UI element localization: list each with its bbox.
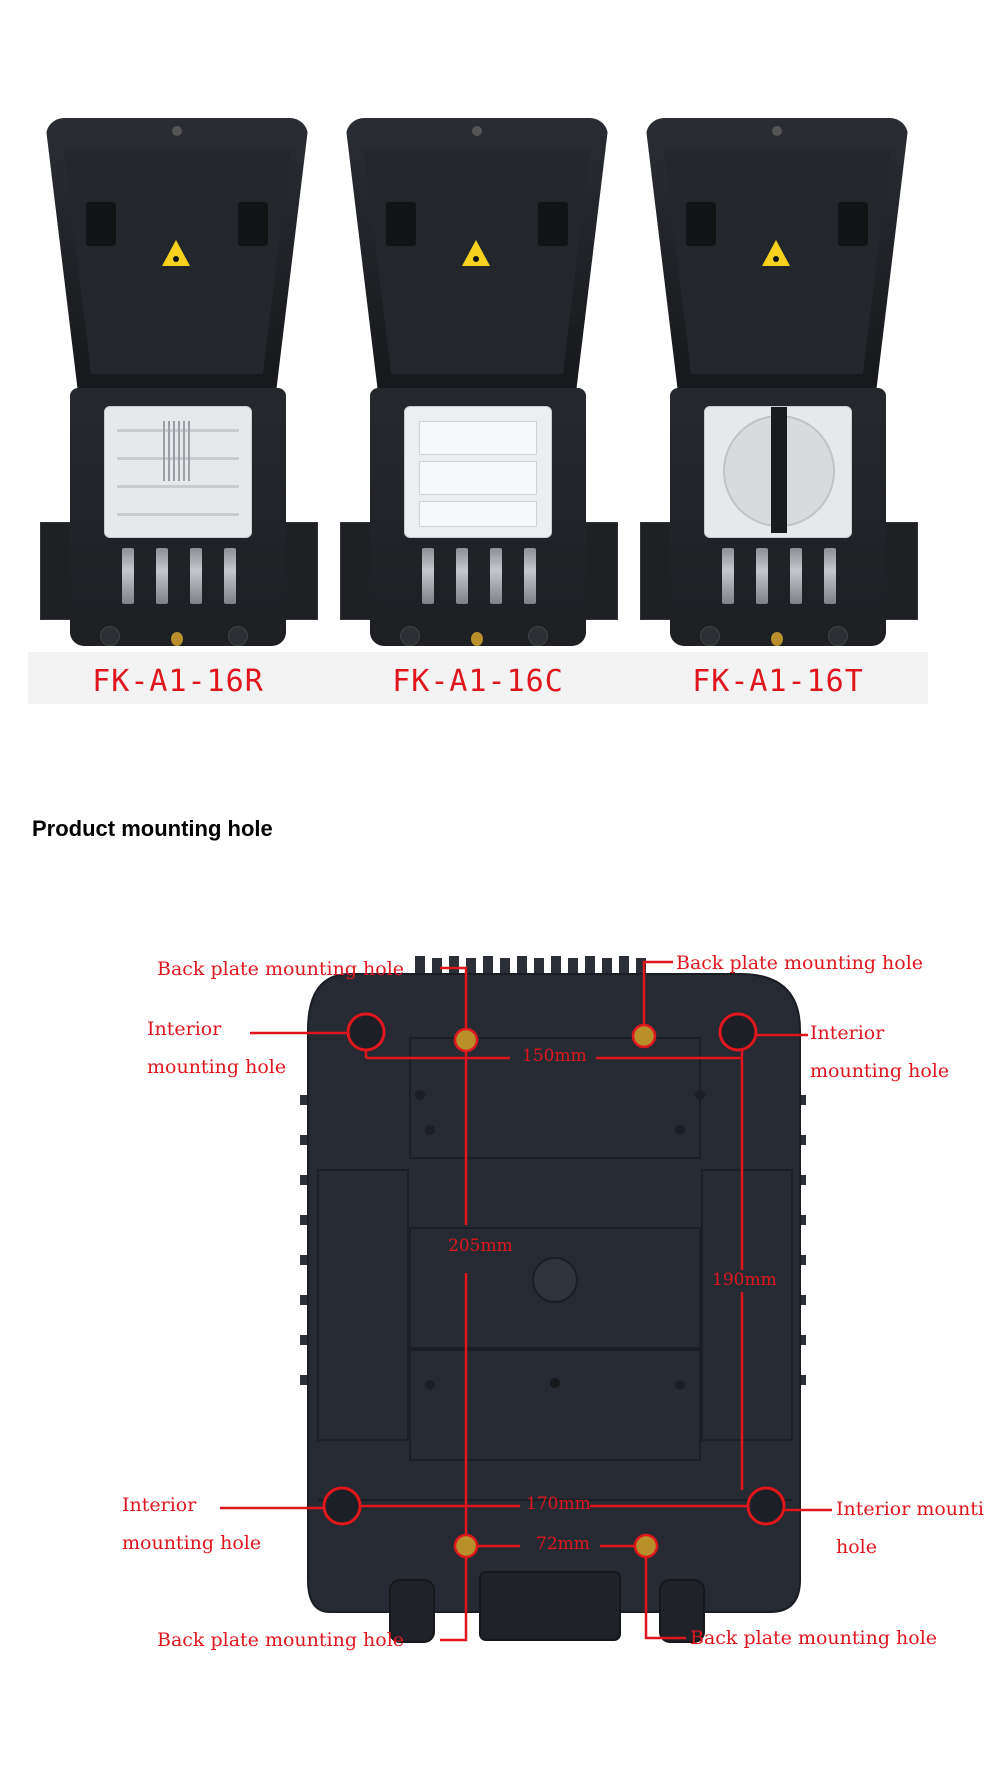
model-label: FK-A1-16C <box>392 664 564 699</box>
dimension-72mm: 72mm <box>536 1534 590 1554</box>
callout-back-plate-top-left: Back plate mounting hole <box>157 958 405 980</box>
dimension-150mm: 150mm <box>522 1046 587 1066</box>
callout-interior-bottom-left-line2: mounting hole <box>122 1532 262 1554</box>
callout-interior-bottom-right-line2: hole <box>836 1536 877 1558</box>
dimension-190mm: 190mm <box>712 1270 777 1290</box>
adapter-row <box>116 548 238 608</box>
callout-interior-top-left-line1: Interior <box>147 1018 222 1040</box>
section-title: Product mounting hole <box>32 816 273 841</box>
enclosure-back-view <box>220 956 832 1643</box>
callout-back-plate-top-right: Back plate mounting hole <box>676 952 924 974</box>
splice-tray <box>104 406 252 538</box>
callout-interior-bottom-right-line1: Interior mounti <box>836 1498 984 1520</box>
product-card-3: FK-A1-16T <box>628 112 928 704</box>
mounting-hole-diagram: Back plate mounting hole Back plate moun… <box>0 940 1000 1660</box>
callout-interior-top-right-line2: mounting hole <box>810 1060 950 1082</box>
product-card-2: FK-A1-16C <box>328 112 628 704</box>
adapter-tray <box>404 406 552 538</box>
dimension-205mm: 205mm <box>448 1236 513 1256</box>
spool-tray <box>704 406 852 538</box>
callout-interior-bottom-left-line1: Interior <box>122 1494 197 1516</box>
callout-interior-top-right-line1: Interior <box>810 1022 885 1044</box>
callout-interior-top-left-line2: mounting hole <box>147 1056 287 1078</box>
model-label: FK-A1-16T <box>692 664 864 699</box>
callout-back-plate-bottom-left: Back plate mounting hole <box>157 1629 405 1651</box>
adapter-row <box>416 548 538 608</box>
dimension-170mm: 170mm <box>526 1494 591 1514</box>
product-card-1: FK-A1-16R <box>28 112 328 704</box>
callout-back-plate-bottom-right: Back plate mounting hole <box>690 1627 938 1649</box>
model-label: FK-A1-16R <box>92 664 264 699</box>
adapter-row <box>716 548 838 608</box>
